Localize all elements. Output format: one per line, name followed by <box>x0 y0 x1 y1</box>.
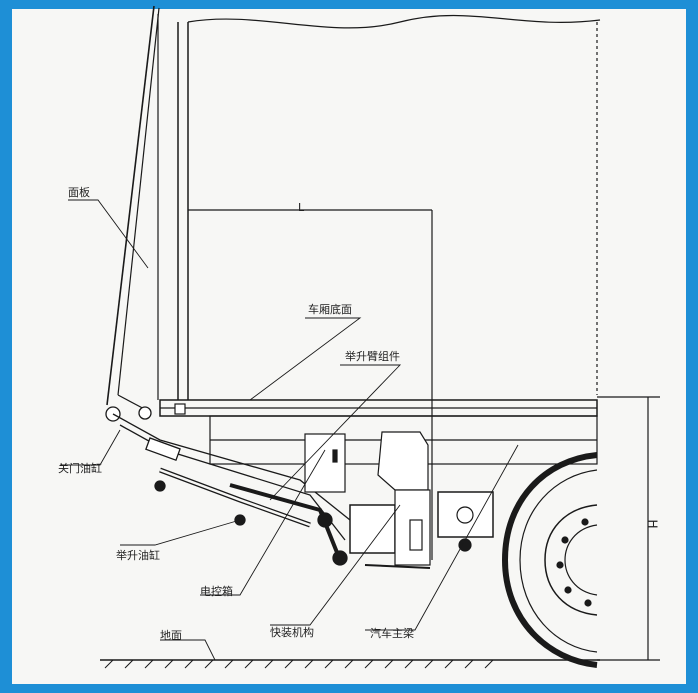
ground-line <box>100 659 600 669</box>
label-ground: 地面 <box>160 629 182 642</box>
label-panel: 面板 <box>68 186 90 199</box>
label-dimension-l: L <box>298 201 305 214</box>
dimension-l <box>188 209 433 560</box>
label-cargo-floor: 车厢底面 <box>308 303 352 316</box>
floor-beams <box>159 399 598 465</box>
label-control-box: 电控箱 <box>200 585 233 598</box>
label-dimension-h: H <box>645 519 660 529</box>
dimension-h <box>597 396 660 661</box>
cargo-box <box>177 14 601 400</box>
quick-mount-assembly <box>349 431 431 569</box>
label-quick-mount: 快装机构 <box>270 626 314 639</box>
rear-wheel <box>501 452 598 668</box>
label-lift-cylinder: 举升油缸 <box>116 549 160 562</box>
lift-mechanism <box>105 406 351 566</box>
label-door-cylinder: 关门油缸 <box>58 462 102 475</box>
label-main-beam: 汽车主梁 <box>370 627 414 640</box>
control-box <box>304 433 346 493</box>
leader-lines <box>60 199 519 661</box>
main-beam-bracket <box>437 491 494 552</box>
label-lift-arm-assembly: 举升臂组件 <box>345 350 400 363</box>
tail-panel <box>106 5 160 413</box>
